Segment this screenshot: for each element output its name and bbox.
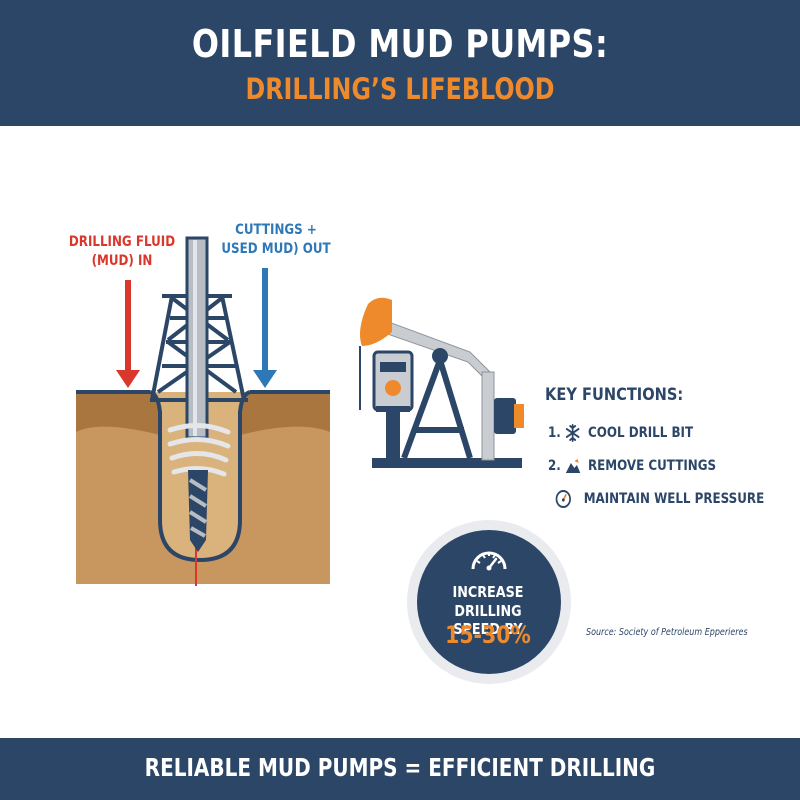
mud-flow-coils: [167, 423, 231, 477]
key-function-label: MAINTAIN WELL PRESSURE: [583, 491, 765, 507]
badge-percent: 15-30%: [445, 621, 531, 649]
key-function-number: 1.: [548, 425, 561, 441]
badge-line-1: INCREASE: [452, 583, 524, 601]
badge-line-2: DRILLING SPEED BY: [453, 602, 523, 638]
fluid-in-label: DRILLING FLUID (MUD) IN: [68, 234, 176, 269]
key-function-item: 2. REMOVE CUTTINGS: [548, 455, 716, 477]
key-function-number: 2.: [548, 458, 561, 474]
drill-bit: [188, 470, 208, 552]
page-title: OILFIELD MUD PUMPS:: [191, 22, 609, 66]
key-functions-title: KEY FUNCTIONS:: [545, 385, 684, 405]
source-citation: Source: Society of Petroleum Epperieres: [586, 627, 748, 638]
speedometer-icon: [471, 551, 507, 571]
rock-pile-icon: [564, 457, 581, 475]
footer-banner: RELIABLE MUD PUMPS = EFFICIENT DRILLING: [0, 738, 800, 800]
fluid-in-arrow: [116, 280, 140, 388]
header-banner: OILFIELD MUD PUMPS: DRILLING’S LIFEBLOOD: [0, 0, 800, 126]
fluid-out-label: CUTTINGS + USED MUD) OUT: [221, 222, 331, 257]
fluid-out-arrow: [253, 268, 277, 388]
key-function-item: 1. COOL DRILL BIT: [548, 422, 693, 444]
gauge-icon: [555, 490, 572, 508]
snowflake-icon: [564, 424, 581, 442]
key-function-label: COOL DRILL BIT: [588, 425, 694, 441]
key-function-item: MAINTAIN WELL PRESSURE: [548, 488, 764, 510]
key-function-label: REMOVE CUTTINGS: [588, 458, 717, 474]
footer-tagline: RELIABLE MUD PUMPS = EFFICIENT DRILLING: [144, 753, 656, 782]
page-subtitle: DRILLING’S LIFEBLOOD: [245, 72, 555, 106]
